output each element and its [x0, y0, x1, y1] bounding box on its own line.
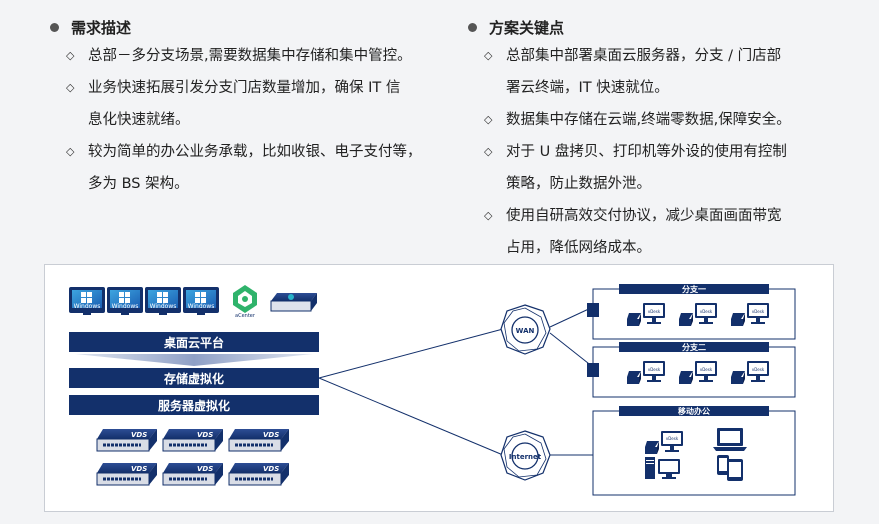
vds-server-icon — [95, 461, 159, 487]
windows-desktop-icon — [107, 287, 143, 315]
windows-label: Windows — [188, 303, 215, 310]
windows-label: Windows — [112, 303, 139, 310]
branch-two-label: 分支二 — [682, 342, 706, 352]
internet-label: Internet — [509, 453, 542, 461]
acenter-label: aCenter — [235, 313, 256, 319]
vds-server-icon — [227, 461, 291, 487]
storage-virtualization-label: 存储虚拟化 — [163, 371, 224, 386]
solution-item: 数据集中存储在云端,终端零数据,保障安全。 — [468, 104, 868, 136]
diamond-bullet-icon — [66, 136, 74, 168]
vds-server-icon — [227, 427, 291, 453]
requirement-item: 总部－多分支场景,需要数据集中存储和集中管控。 — [50, 40, 450, 72]
network-links — [318, 306, 594, 456]
vdesk-label: vDesk — [666, 436, 679, 441]
vds-server-icon — [161, 461, 225, 487]
branch-two-header — [619, 342, 769, 352]
server-virtualization-bar — [69, 395, 319, 415]
vds-label: VDS — [197, 431, 213, 439]
desktop-pc-icon — [645, 457, 680, 479]
acenter-icon — [233, 285, 257, 313]
vdesk-label: vDesk — [648, 309, 661, 314]
vdesk-label: vDesk — [752, 367, 765, 372]
server-virtualization-label: 服务器虚拟化 — [158, 398, 230, 413]
vds-label: VDS — [263, 465, 279, 473]
platform-wedge — [75, 354, 313, 366]
mobile-office-box — [592, 410, 796, 496]
desktop-cloud-platform-label: 桌面云平台 — [163, 335, 224, 350]
vds-label: VDS — [131, 431, 147, 439]
diamond-bullet-icon — [66, 72, 74, 104]
requirements-heading: 需求描述 — [50, 14, 450, 40]
bullet-dot-icon — [468, 22, 477, 32]
vdesk-label: vDesk — [752, 309, 765, 314]
windows-desktop-icon — [69, 287, 105, 315]
vds-label: VDS — [131, 465, 147, 473]
diamond-bullet-icon — [484, 136, 492, 168]
vdesk-label: vDesk — [700, 309, 713, 314]
solution-heading: 方案关键点 — [468, 14, 868, 40]
branch-one-label: 分支一 — [682, 284, 706, 294]
diamond-bullet-icon — [484, 200, 492, 232]
windows-desktop-icon — [145, 287, 181, 315]
vds-server-icon — [95, 427, 159, 453]
bullet-dot-icon — [50, 22, 59, 32]
requirement-item: 较为简单的办公业务承载，比如收银、电子支付等，多为 BS 架构。 — [50, 136, 450, 200]
branch-one-header — [619, 284, 769, 294]
branch-one-gateway-icon — [587, 303, 599, 317]
mobile-devices-icon — [717, 455, 743, 481]
storage-virtualization-bar — [69, 368, 319, 388]
mobile-office-label: 移动办公 — [678, 406, 710, 416]
diamond-bullet-icon — [484, 104, 492, 136]
vds-label: VDS — [197, 465, 213, 473]
vds-label: VDS — [263, 431, 279, 439]
wan-label: WAN — [516, 327, 535, 335]
mobile-office-header — [619, 406, 769, 416]
diamond-bullet-icon — [484, 40, 492, 72]
vdesk-label: vDesk — [648, 367, 661, 372]
windows-label: Windows — [74, 303, 101, 310]
windows-desktop-icon — [183, 287, 219, 315]
diamond-bullet-icon — [66, 40, 74, 72]
requirements-section: 需求描述 总部－多分支场景,需要数据集中存储和集中管控。 业务快速拓展引发分支门… — [50, 14, 450, 200]
vds-server-icon — [161, 427, 225, 453]
vdesk-label: vDesk — [700, 367, 713, 372]
branch-two-gateway-icon — [587, 363, 599, 377]
architecture-diagram: Windows Windows Windows Windows aCenter … — [44, 264, 834, 512]
laptop-icon — [713, 428, 747, 451]
controller-device-icon — [270, 293, 317, 312]
windows-label: Windows — [150, 303, 177, 310]
desktop-cloud-platform-bar — [69, 332, 319, 352]
